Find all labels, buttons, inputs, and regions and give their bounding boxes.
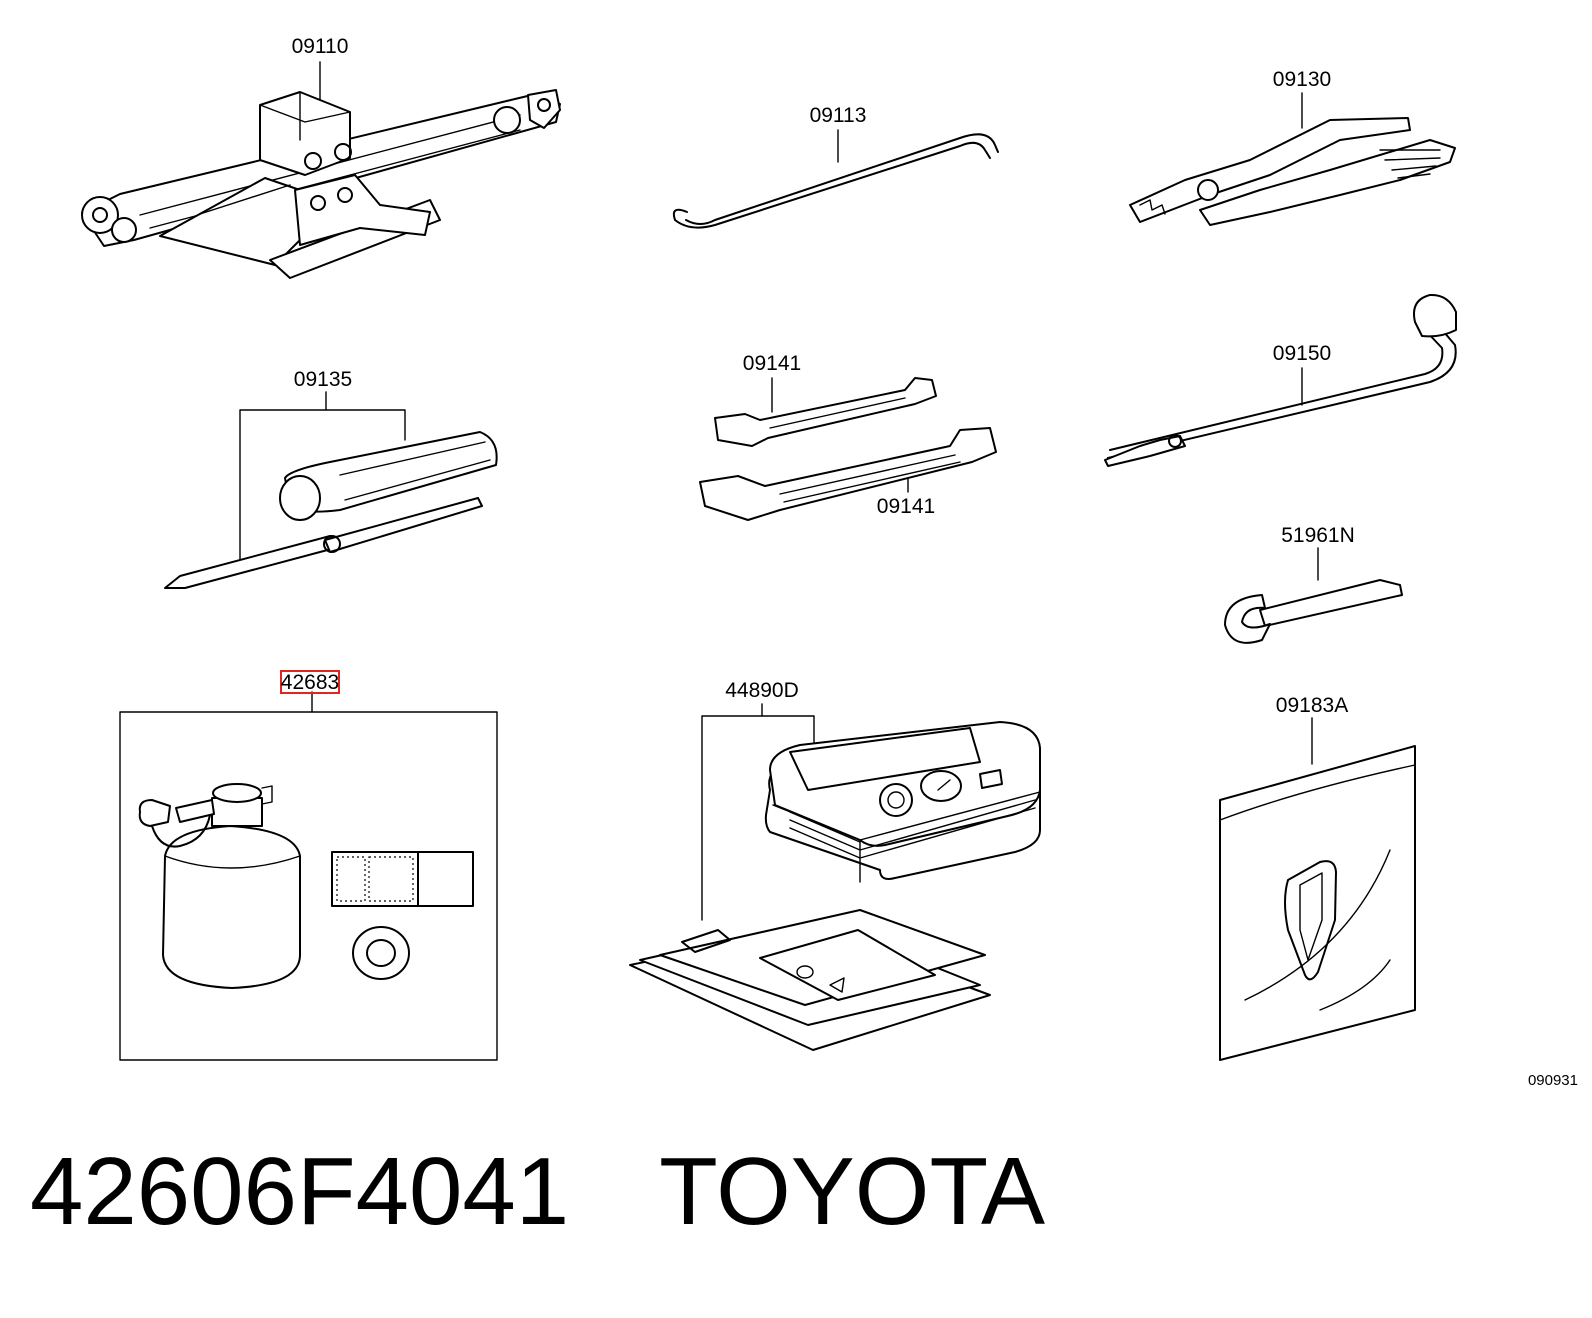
label-44890D: 44890D xyxy=(725,679,799,702)
screwdriver-illustration xyxy=(164,391,498,589)
pliers-illustration xyxy=(1129,92,1456,226)
lug-wrench-illustration xyxy=(1104,293,1457,467)
compressor-illustration xyxy=(629,703,1041,1051)
label-42683[interactable]: 42683 xyxy=(281,671,339,694)
tool-bag-illustration xyxy=(1219,717,1416,1061)
kit-frame xyxy=(119,711,498,1061)
label-51961N: 51961N xyxy=(1281,524,1355,547)
label-09150: 09150 xyxy=(1273,342,1331,365)
label-09141-large: 09141 xyxy=(877,495,935,518)
label-09135: 09135 xyxy=(294,368,352,391)
label-09141-small: 09141 xyxy=(743,352,801,375)
label-09183A: 09183A xyxy=(1276,694,1348,717)
wrenches-illustration xyxy=(699,377,997,521)
highlight-box xyxy=(280,670,340,694)
label-09130: 09130 xyxy=(1273,68,1331,91)
tow-hook-illustration xyxy=(1224,547,1403,644)
part-number: 42606F4041 xyxy=(30,1138,570,1245)
tire-repair-kit-illustration xyxy=(119,691,498,1061)
diagram-ref-number: 090931 xyxy=(1528,1072,1578,1089)
label-09113: 09113 xyxy=(810,104,867,127)
jack-illustration xyxy=(81,61,561,279)
part-footer: 42606F4041 TOYOTA xyxy=(30,1132,1045,1252)
jack-handle-illustration xyxy=(672,129,999,229)
brand-name: TOYOTA xyxy=(659,1138,1045,1245)
label-09110: 09110 xyxy=(292,35,349,58)
